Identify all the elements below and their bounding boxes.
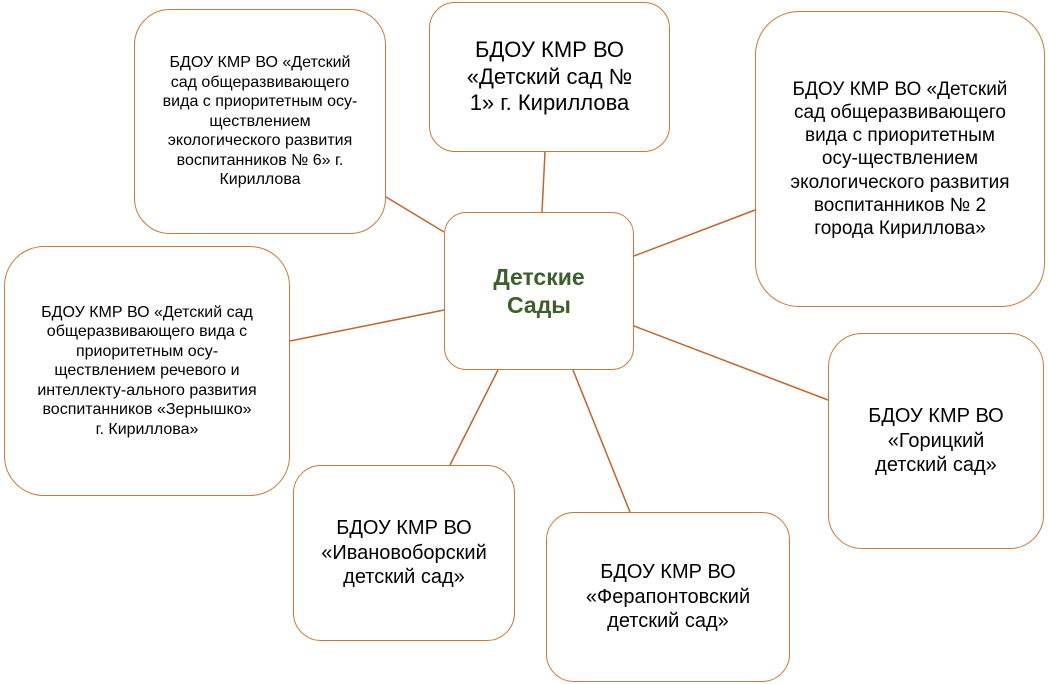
node-kindergarten-1-label: БДОУ КМР ВО «Детский сад № 1» г. Кирилло… [466,36,633,116]
connector-to-node-1 [541,151,546,213]
connector-to-goritsky [633,325,829,401]
node-kindergarten-1: БДОУ КМР ВО «Детский сад № 1» г. Кирилло… [429,2,670,152]
connector-to-ferapontovsky [572,369,631,513]
connector-to-node-2 [633,209,756,257]
node-ferapontovsky: БДОУ КМР ВО «Ферапонтовский детский сад» [546,512,790,682]
connector-to-node-6 [385,196,445,233]
node-ferapontovsky-label: БДОУ КМР ВО «Ферапонтовский детский сад» [585,561,751,633]
center-node: Детские Сады [444,212,634,370]
node-goritsky-label: БДОУ КМР ВО «Горицкий детский сад» [868,405,1004,477]
node-zernyshko-label: БДОУ КМР ВО «Детский сад общеразвивающег… [37,303,257,438]
center-node-label: Детские Сады [493,263,585,318]
node-kindergarten-2-label: БДОУ КМР ВО «Детский сад общеразвивающег… [790,78,1010,239]
node-goritsky: БДОУ КМР ВО «Горицкий детский сад» [828,333,1044,549]
node-ivanovoborsky: БДОУ КМР ВО «Ивановоборский детский сад» [293,465,515,641]
node-kindergarten-6-label: БДОУ КМР ВО «Детский сад общеразвивающег… [162,54,358,189]
connector-to-zernyshko [289,309,445,342]
connector-to-ivanovoborsky [449,369,499,466]
node-ivanovoborsky-label: БДОУ КМР ВО «Ивановоборский детский сад» [321,517,487,589]
node-kindergarten-2: БДОУ КМР ВО «Детский сад общеразвивающег… [755,11,1045,307]
node-kindergarten-6: БДОУ КМР ВО «Детский сад общеразвивающег… [134,9,386,234]
node-zernyshko: БДОУ КМР ВО «Детский сад общеразвивающег… [4,246,290,496]
